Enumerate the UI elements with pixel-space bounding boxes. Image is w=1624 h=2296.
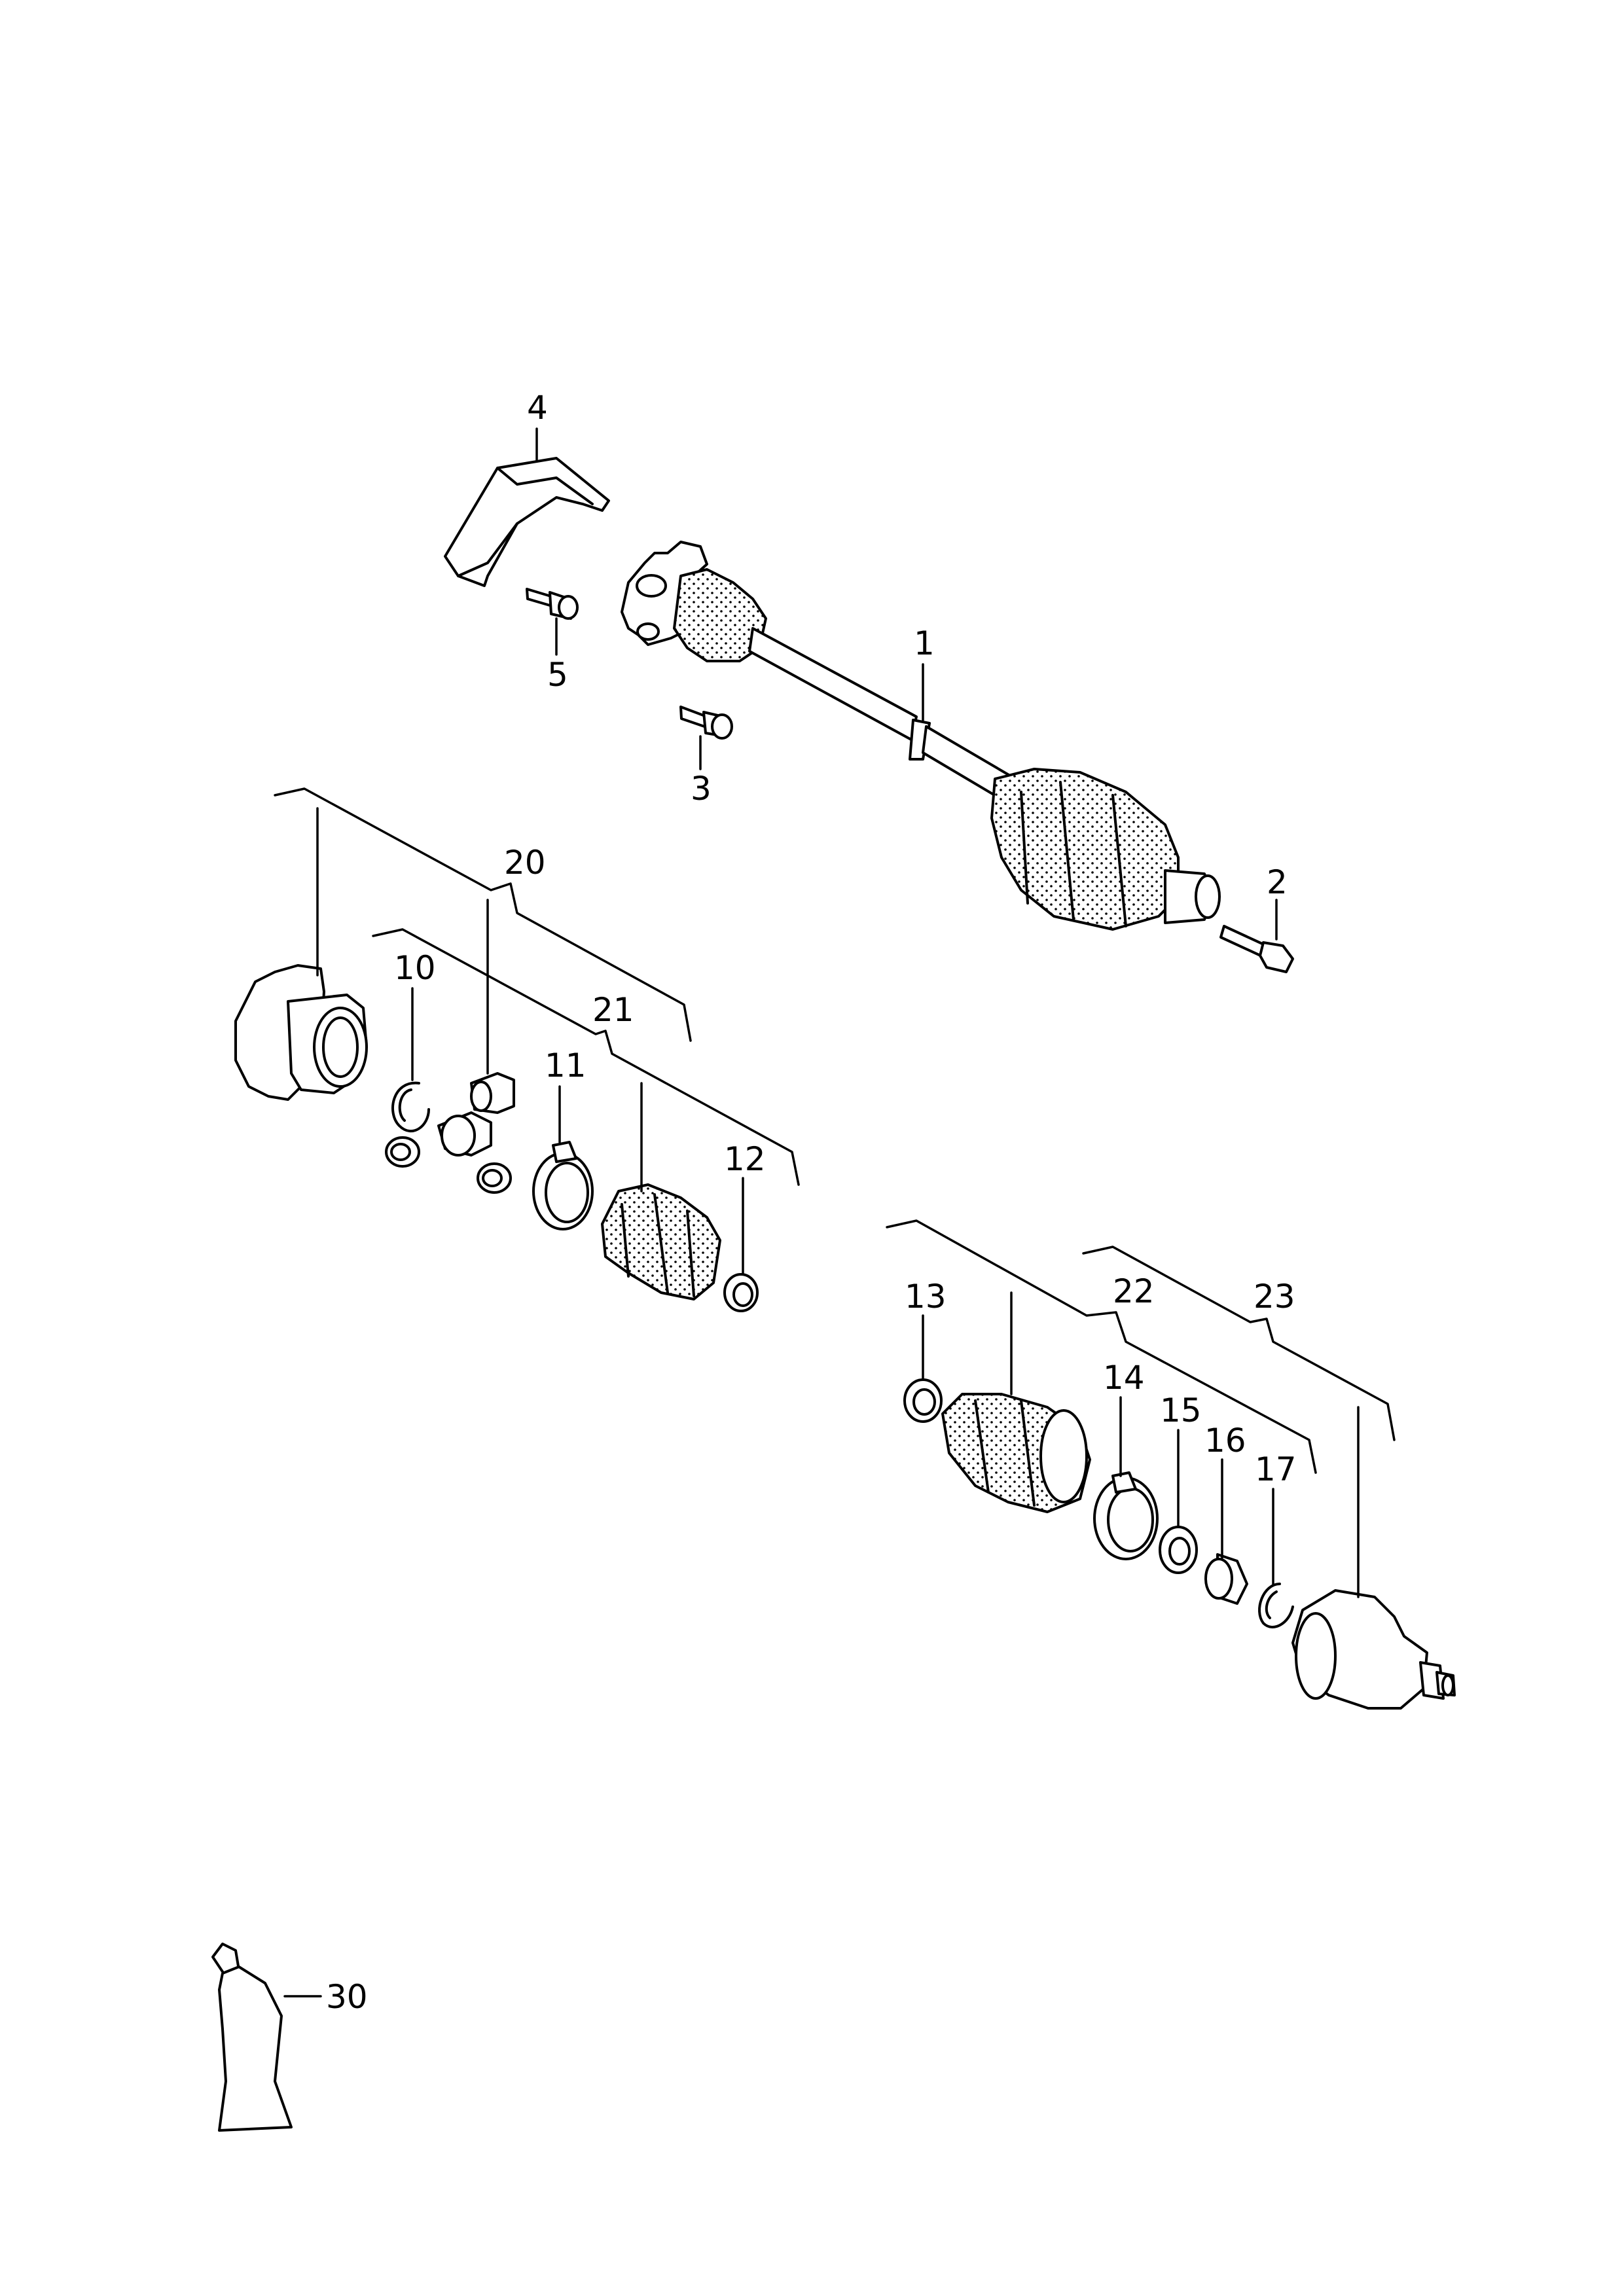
callout-5: 5 [547,656,568,694]
callout-20: 20 [504,844,546,882]
leader-lines [274,427,1396,1998]
callout-10: 10 [394,949,436,987]
heat-shield-part-4 [444,457,610,587]
grease-tube-part-30 [211,1943,293,2132]
joint-housing-part-20 [234,964,368,1101]
callout-4: 4 [527,389,548,427]
callout-17: 17 [1255,1450,1297,1488]
tripod-assembly [385,1072,515,1194]
callout-15: 15 [1160,1391,1202,1429]
circlip-part-17 [1258,1583,1294,1628]
ring-part-15 [1159,1526,1198,1574]
small-clamp-part-13 [903,1378,943,1423]
outer-cv-joint [1291,1589,1456,1710]
inner-boot [601,1183,721,1300]
callout-13: 13 [905,1278,947,1316]
circlip-part-10 [391,1081,430,1133]
clamp-part-14 [1093,1471,1159,1560]
clamp-part-11 [532,1141,594,1230]
callout-21: 21 [592,991,634,1029]
bolt-part-2 [1219,925,1294,973]
callout-12: 12 [724,1140,766,1178]
callout-11: 11 [545,1047,586,1085]
small-clamp-part-12 [723,1273,759,1312]
callout-23: 23 [1254,1278,1295,1316]
bolt-part-5 [526,588,579,620]
outer-boot [941,1393,1091,1513]
callout-16: 16 [1204,1422,1246,1460]
callout-22: 22 [1113,1272,1155,1310]
bolt-part-3 [679,706,733,740]
callout-30: 30 [326,1978,368,2016]
callout-14: 14 [1103,1359,1145,1397]
callout-labels: 1 2 3 4 5 10 11 12 13 14 15 16 17 20 21 … [326,389,1297,2016]
callout-3: 3 [691,770,712,808]
callout-1: 1 [914,624,935,662]
drive-shaft-part-1 [621,541,1221,931]
cone-ring-part-16 [1204,1553,1248,1605]
callout-2: 2 [1267,863,1288,901]
